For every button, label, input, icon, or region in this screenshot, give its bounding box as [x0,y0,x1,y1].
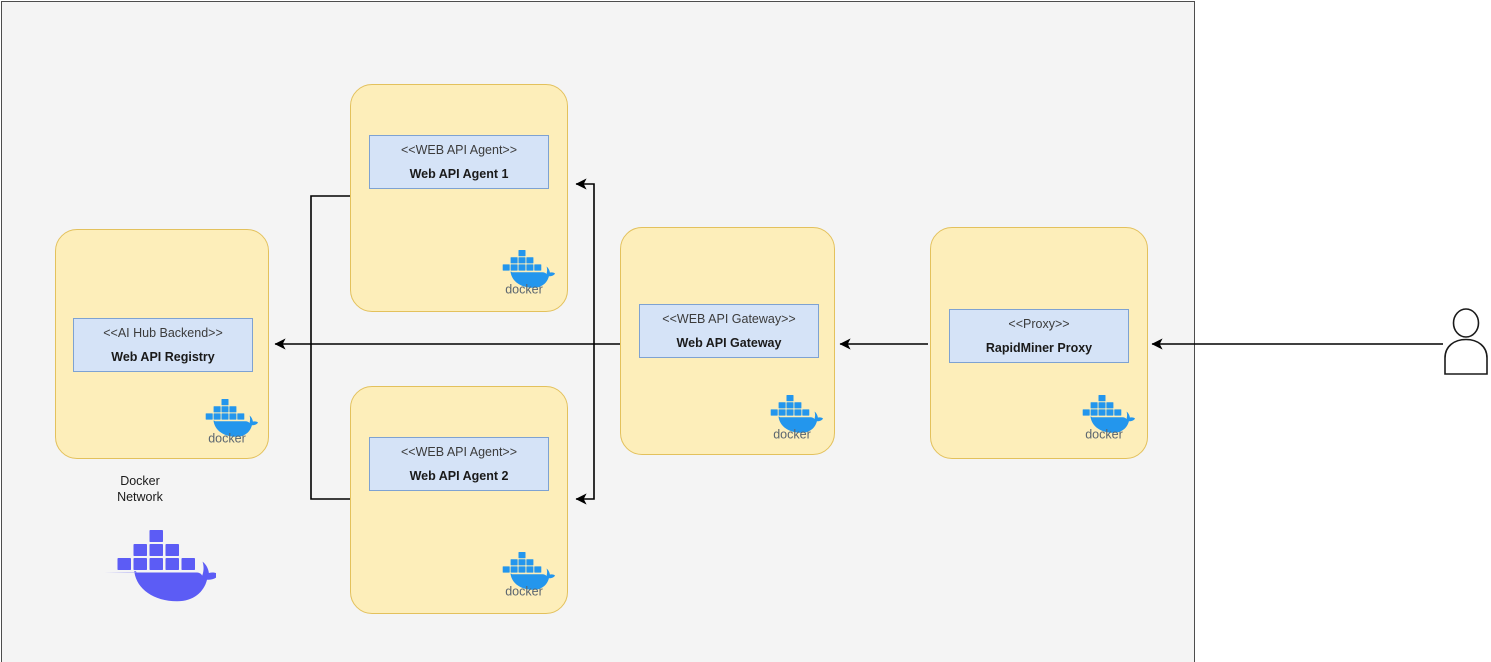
component-name: Web API Agent 1 [409,166,509,181]
docker-icon: docker [761,392,823,440]
docker-icon: docker [493,549,555,597]
node-web-api-gateway[interactable]: <<WEB API Gateway>> Web API Gateway dock… [620,227,835,455]
stereotype-label: <<AI Hub Backend>> [103,326,223,340]
stereotype-label: <<WEB API Agent>> [400,143,518,157]
component-web-api-registry[interactable]: <<AI Hub Backend>> Web API Registry [73,318,253,372]
docker-network-label: Docker Network [117,474,163,504]
docker-icon: docker [493,247,555,295]
user-actor-icon[interactable] [1443,308,1489,376]
node-web-api-agent-2[interactable]: <<WEB API Agent>> Web API Agent 2 docker [350,386,568,614]
svg-text:docker: docker [505,585,543,598]
component-name: RapidMiner Proxy [985,340,1093,355]
component-name: Web API Agent 2 [409,468,509,483]
docker-icon: docker [1073,392,1135,440]
node-web-api-registry[interactable]: <<AI Hub Backend>> Web API Registry dock… [55,229,269,459]
component-web-api-agent-2[interactable]: <<WEB API Agent>> Web API Agent 2 [369,437,549,491]
component-name: Web API Registry [111,349,215,364]
node-web-api-agent-1[interactable]: <<WEB API Agent>> Web API Agent 1 docker [350,84,568,312]
docker-whale-icon [96,525,216,605]
svg-text:docker: docker [1085,428,1123,441]
svg-text:docker: docker [208,432,246,445]
component-rapidminer-proxy[interactable]: <<Proxy>> RapidMiner Proxy [949,309,1129,363]
stereotype-label: <<WEB API Agent>> [400,445,518,459]
component-web-api-gateway[interactable]: <<WEB API Gateway>> Web API Gateway [639,304,819,358]
component-name: Web API Gateway [676,335,782,350]
svg-text:docker: docker [505,283,543,296]
svg-text:docker: docker [773,428,811,441]
stereotype-label: <<WEB API Gateway>> [662,312,796,326]
node-rapidminer-proxy[interactable]: <<Proxy>> RapidMiner Proxy docker [930,227,1148,459]
docker-icon: docker [196,396,258,444]
component-web-api-agent-1[interactable]: <<WEB API Agent>> Web API Agent 1 [369,135,549,189]
stereotype-label: <<Proxy>> [1008,317,1070,331]
